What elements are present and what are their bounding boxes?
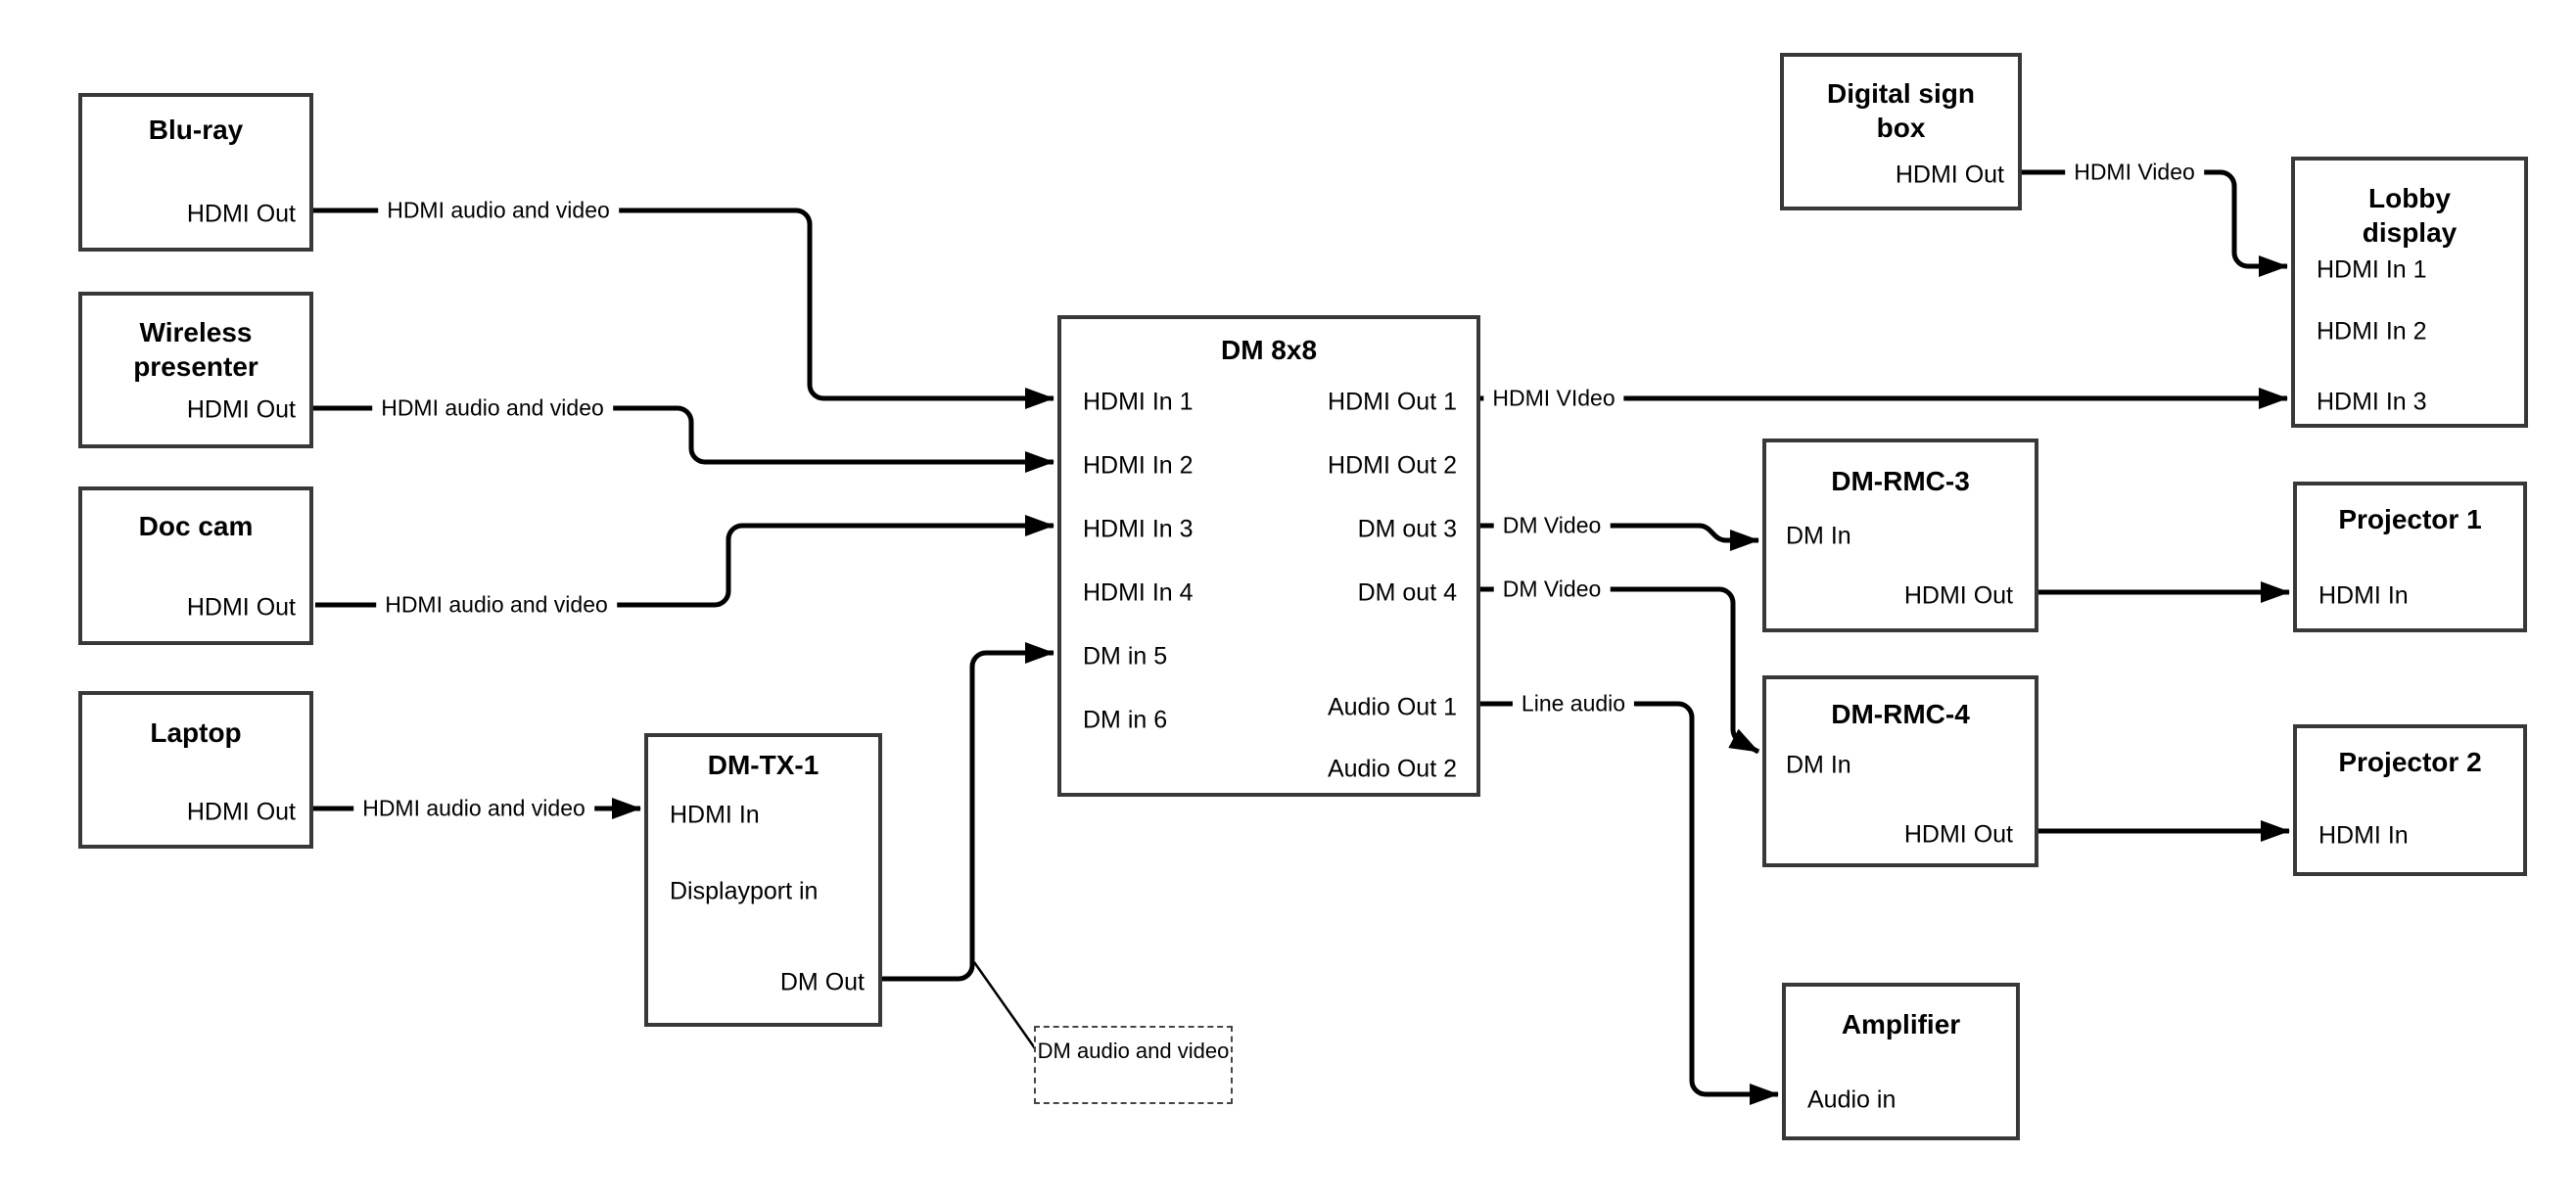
wire-label-line-audio: Line audio xyxy=(1512,689,1635,718)
node-title: Projector 2 xyxy=(2338,747,2482,777)
port-hdmi-in: HDMI In xyxy=(2318,581,2409,610)
node-title: Projector 1 xyxy=(2338,504,2482,534)
port-hdmi-out-2: HDMI Out 2 xyxy=(1328,451,1457,480)
node-dm-rmc-3[interactable]: DM-RMC-3 DM In HDMI Out xyxy=(1762,439,2038,632)
port-hdmi-out-1: HDMI Out 1 xyxy=(1328,388,1457,416)
wire-label-hdmi-audio-video-doc-cam: HDMI audio and video xyxy=(376,590,617,620)
port-hdmi-out: HDMI Out xyxy=(186,593,296,622)
node-dm-8x8[interactable]: DM 8x8 HDMI In 1 HDMI In 2 HDMI In 3 HDM… xyxy=(1057,315,1480,797)
port-dm-in: DM In xyxy=(1786,751,1851,779)
port-hdmi-in-2: HDMI In 2 xyxy=(2317,317,2427,346)
port-hdmi-in: HDMI In xyxy=(670,801,760,829)
port-hdmi-out: HDMI Out xyxy=(1903,581,2013,610)
node-title: Lobby display xyxy=(2362,183,2458,248)
wire-dm8x8-audio-out-1-to-amplifier xyxy=(1480,701,1779,1105)
node-amplifier[interactable]: Amplifier Audio in xyxy=(1782,983,2020,1140)
wire-dm8x8-dm-out-4-to-rmc4-dm-in xyxy=(1480,586,1760,755)
node-digital-sign-box[interactable]: Digital sign box HDMI Out xyxy=(1780,53,2022,210)
port-displayport-in: Displayport in xyxy=(670,877,819,905)
wire-bluray-to-dm8x8-hdmi-in-1 xyxy=(313,208,1054,409)
node-doc-cam[interactable]: Doc cam HDMI Out xyxy=(78,486,313,645)
port-dm-out-4: DM out 4 xyxy=(1357,578,1457,607)
wire-label-dm-video-out3: DM Video xyxy=(1493,511,1611,540)
wire-label-hdmi-video-out1: HDMI VIdeo xyxy=(1483,384,1624,413)
node-title: Doc cam xyxy=(138,511,254,541)
node-bluray[interactable]: Blu-ray HDMI Out xyxy=(78,93,313,252)
node-title: DM-RMC-4 xyxy=(1831,699,1970,729)
node-dm-rmc-4[interactable]: DM-RMC-4 DM In HDMI Out xyxy=(1762,675,2038,867)
port-dm-in-5: DM in 5 xyxy=(1083,642,1168,670)
port-hdmi-in-1: HDMI In 1 xyxy=(2317,255,2427,284)
port-dm-in-6: DM in 6 xyxy=(1083,706,1168,734)
wire-label-hdmi-video-sign: HDMI Video xyxy=(2065,158,2204,187)
port-dm-out-3: DM out 3 xyxy=(1357,515,1457,543)
annotation-text: DM audio and video xyxy=(1037,1039,1230,1063)
port-hdmi-out: HDMI Out xyxy=(186,798,296,826)
wire-dmtx1-dm-out-to-dm8x8-dm-in-5 xyxy=(882,642,1054,982)
node-dm-tx-1[interactable]: DM-TX-1 HDMI In Displayport in DM Out xyxy=(644,733,882,1027)
port-audio-out-2: Audio Out 2 xyxy=(1327,755,1457,783)
wire-label-dm-video-out4: DM Video xyxy=(1493,575,1611,604)
wire-label-hdmi-audio-video-wireless: HDMI audio and video xyxy=(372,393,613,423)
port-dm-in: DM In xyxy=(1786,522,1851,550)
wire-label-hdmi-audio-video-laptop: HDMI audio and video xyxy=(353,794,594,823)
node-wireless-presenter[interactable]: Wireless presenter HDMI Out xyxy=(78,292,313,448)
node-title: DM-TX-1 xyxy=(707,750,820,780)
node-title: Laptop xyxy=(150,717,242,748)
port-hdmi-in-3: HDMI In 3 xyxy=(2317,388,2427,416)
port-hdmi-out: HDMI Out xyxy=(1895,161,2004,189)
port-dm-out: DM Out xyxy=(779,968,865,996)
node-title: Amplifier xyxy=(1841,1009,1961,1039)
annotation-leader-line xyxy=(972,961,1037,1049)
node-title: Blu-ray xyxy=(148,115,244,145)
node-projector-1[interactable]: Projector 1 HDMI In xyxy=(2293,482,2527,632)
port-hdmi-in-2: HDMI In 2 xyxy=(1083,451,1194,480)
node-projector-2[interactable]: Projector 2 HDMI In xyxy=(2293,724,2527,876)
port-hdmi-out: HDMI Out xyxy=(1903,820,2013,849)
node-title: Digital sign box xyxy=(1827,78,1975,143)
node-laptop[interactable]: Laptop HDMI Out xyxy=(78,691,313,849)
port-audio-in: Audio in xyxy=(1807,1086,1897,1114)
node-title: DM 8x8 xyxy=(1220,335,1318,365)
wire-label-hdmi-audio-video-bluray: HDMI audio and video xyxy=(378,196,619,225)
node-lobby-display[interactable]: Lobby display HDMI In 1 HDMI In 2 HDMI I… xyxy=(2291,157,2528,428)
port-hdmi-out: HDMI Out xyxy=(186,395,296,424)
port-hdmi-in-4: HDMI In 4 xyxy=(1083,578,1194,607)
node-title: Wireless presenter xyxy=(133,317,258,382)
annotation-dm-audio-and-video[interactable]: DM audio and video xyxy=(1034,1026,1233,1104)
port-hdmi-out: HDMI Out xyxy=(186,200,296,228)
port-audio-out-1: Audio Out 1 xyxy=(1327,693,1457,721)
port-hdmi-in: HDMI In xyxy=(2318,821,2409,850)
port-hdmi-in-3: HDMI In 3 xyxy=(1083,515,1194,543)
node-title: DM-RMC-3 xyxy=(1831,466,1970,496)
port-hdmi-in-1: HDMI In 1 xyxy=(1083,388,1194,416)
